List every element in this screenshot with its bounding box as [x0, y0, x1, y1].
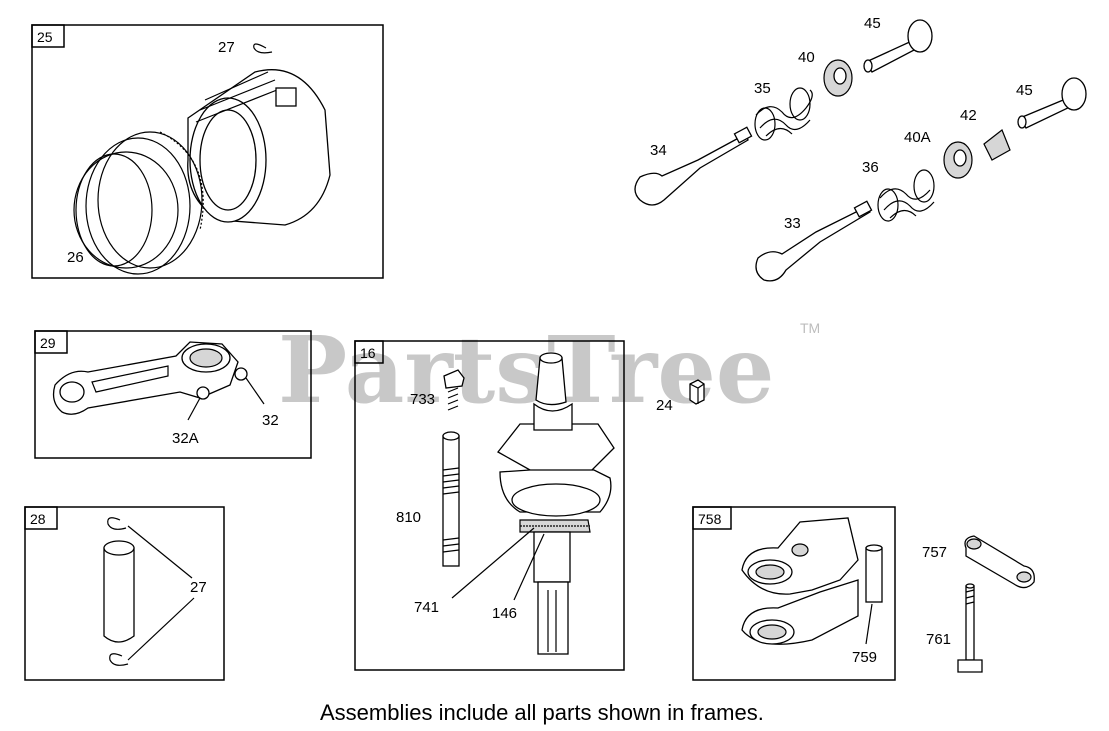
label-27-top: 27 — [218, 39, 235, 56]
stud-810-part — [442, 431, 460, 567]
frame-label-connecting-rod: 29 — [40, 335, 56, 351]
watermark-trademark: TM — [800, 320, 820, 336]
crankshaft-part — [497, 352, 615, 655]
label-27-mid: 27 — [190, 579, 207, 596]
leader-27-mid-b — [127, 597, 195, 661]
frame-label-piston-pin: 28 — [30, 511, 46, 527]
retainer-40a-part — [943, 141, 973, 179]
label-146: 146 — [492, 605, 517, 622]
label-24: 24 — [656, 397, 673, 414]
label-757: 757 — [922, 544, 947, 561]
label-40: 40 — [798, 49, 815, 66]
valve-34-part — [634, 126, 753, 206]
piston-assembly-frame: 25 — [31, 24, 384, 279]
key-24-part — [689, 379, 705, 405]
label-40a: 40A — [904, 129, 931, 146]
connecting-rod-part — [52, 341, 248, 415]
label-45-a: 45 — [864, 15, 881, 32]
piston-rings-part — [73, 131, 204, 275]
leader-759 — [865, 603, 873, 645]
crankshaft-frame: 16 — [354, 340, 625, 671]
label-26: 26 — [67, 249, 84, 266]
frame-label-counterweight: 758 — [698, 511, 722, 527]
frame-label-crankshaft: 16 — [360, 345, 376, 361]
spring-35-part — [754, 87, 813, 141]
piston-pin-part — [103, 517, 135, 666]
pin-759-part — [865, 544, 883, 603]
label-34: 34 — [650, 142, 667, 159]
watermark: PartsTree — [278, 316, 774, 424]
counterweight-part — [741, 517, 859, 645]
leader-146 — [513, 533, 545, 601]
piston-pin-frame: 28 — [24, 506, 225, 681]
link-757-part — [964, 535, 1035, 589]
spring-36-part — [877, 169, 935, 222]
leader-32a — [187, 397, 201, 421]
label-810: 810 — [396, 509, 421, 526]
label-733: 733 — [410, 391, 435, 408]
label-36: 36 — [862, 159, 879, 176]
guide-45-b-part — [1017, 77, 1087, 129]
retainer-40-part — [823, 59, 853, 97]
frame-label-piston: 25 — [37, 29, 53, 45]
label-35: 35 — [754, 80, 771, 97]
leader-741 — [451, 527, 535, 599]
screw-733-part — [443, 369, 465, 411]
keeper-42-part — [983, 129, 1011, 161]
retaining-ring-part — [253, 43, 273, 54]
label-33: 33 — [784, 215, 801, 232]
counterweight-frame: 758 — [692, 506, 896, 681]
leader-27-mid-a — [127, 525, 193, 579]
valve-33-part — [755, 200, 873, 282]
label-741: 741 — [414, 599, 439, 616]
label-32a: 32A — [172, 430, 199, 447]
connecting-rod-frame: 29 — [34, 330, 312, 459]
piston-part — [187, 69, 331, 226]
label-761: 761 — [926, 631, 951, 648]
leader-32 — [245, 377, 265, 405]
label-45-b: 45 — [1016, 82, 1033, 99]
caption: Assemblies include all parts shown in fr… — [320, 700, 764, 725]
guide-45-a-part — [863, 19, 933, 73]
label-32: 32 — [262, 412, 279, 429]
label-42: 42 — [960, 107, 977, 124]
bolt-761-part — [957, 583, 983, 673]
label-759: 759 — [852, 649, 877, 666]
